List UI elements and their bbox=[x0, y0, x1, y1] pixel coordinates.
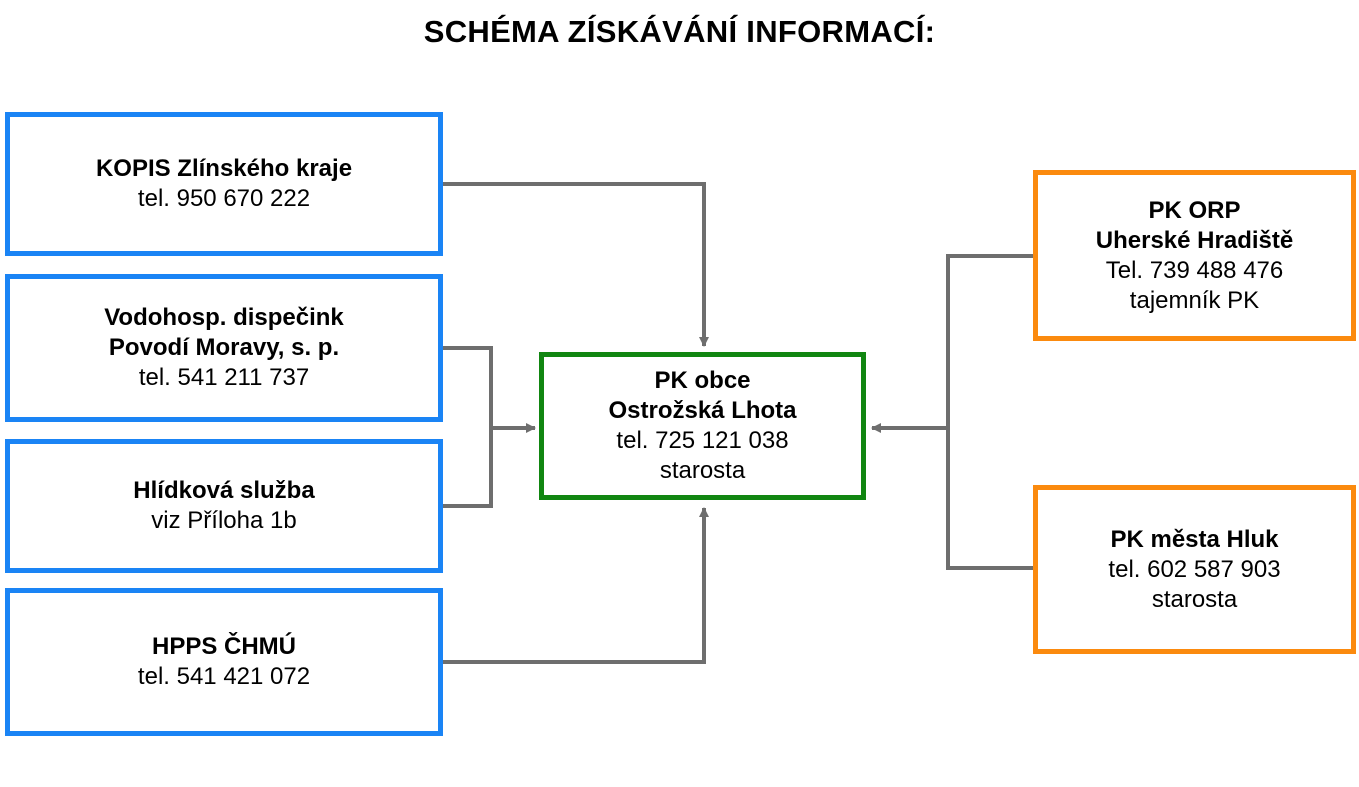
source-name: HPPS ČHMÚ bbox=[151, 633, 296, 660]
source-name: Vodohosp. dispečink bbox=[104, 304, 344, 331]
source-box-hlidkova: Hlídková služba viz Příloha 1b bbox=[5, 439, 443, 573]
regional-name: PK města Hluk bbox=[1110, 525, 1279, 553]
center-name-line2: Ostrožská Lhota bbox=[608, 397, 797, 424]
connector-kopis-to-center bbox=[442, 182, 709, 347]
source-name: Hlídková služba bbox=[133, 477, 315, 504]
connector-orp bbox=[946, 254, 1036, 428]
connector-hluk bbox=[946, 428, 1036, 570]
center-box: PK obce Ostrožská Lhota tel. 725 121 038… bbox=[539, 352, 866, 500]
source-phone: tel. 541 211 737 bbox=[138, 364, 310, 391]
regional-name-line2: Uherské Hradiště bbox=[1095, 226, 1294, 254]
center-name: PK obce bbox=[654, 367, 751, 394]
source-box-hpps: HPPS ČHMÚ tel. 541 421 072 bbox=[5, 588, 443, 736]
source-phone: tel. 950 670 222 bbox=[137, 185, 311, 212]
regional-role: starosta bbox=[1151, 585, 1238, 613]
center-phone: tel. 725 121 038 bbox=[616, 427, 789, 454]
connector-hlidkova bbox=[442, 428, 493, 508]
regional-box-hluk: PK města Hluk tel. 602 587 903 starosta bbox=[1033, 485, 1356, 654]
regional-name: PK ORP bbox=[1148, 196, 1241, 224]
regional-role: tajemník PK bbox=[1129, 286, 1260, 314]
source-name-line2: Povodí Moravy, s. p. bbox=[108, 334, 340, 361]
connector-hpps-to-center bbox=[442, 507, 709, 664]
diagram-title: SCHÉMA ZÍSKÁVÁNÍ INFORMACÍ: bbox=[423, 14, 936, 49]
regional-phone: Tel. 739 488 476 bbox=[1105, 256, 1284, 284]
regional-phone: tel. 602 587 903 bbox=[1108, 555, 1281, 583]
source-box-kopis: KOPIS Zlínského kraje tel. 950 670 222 bbox=[5, 112, 443, 256]
source-phone: tel. 541 421 072 bbox=[137, 663, 311, 690]
center-role: starosta bbox=[659, 457, 746, 484]
connector-dispecink bbox=[442, 346, 493, 428]
source-box-dispecink: Vodohosp. dispečink Povodí Moravy, s. p.… bbox=[5, 274, 443, 422]
regional-box-orp: PK ORP Uherské Hradiště Tel. 739 488 476… bbox=[1033, 170, 1356, 341]
source-name: KOPIS Zlínského kraje bbox=[95, 155, 353, 182]
source-phone: viz Příloha 1b bbox=[151, 507, 297, 534]
